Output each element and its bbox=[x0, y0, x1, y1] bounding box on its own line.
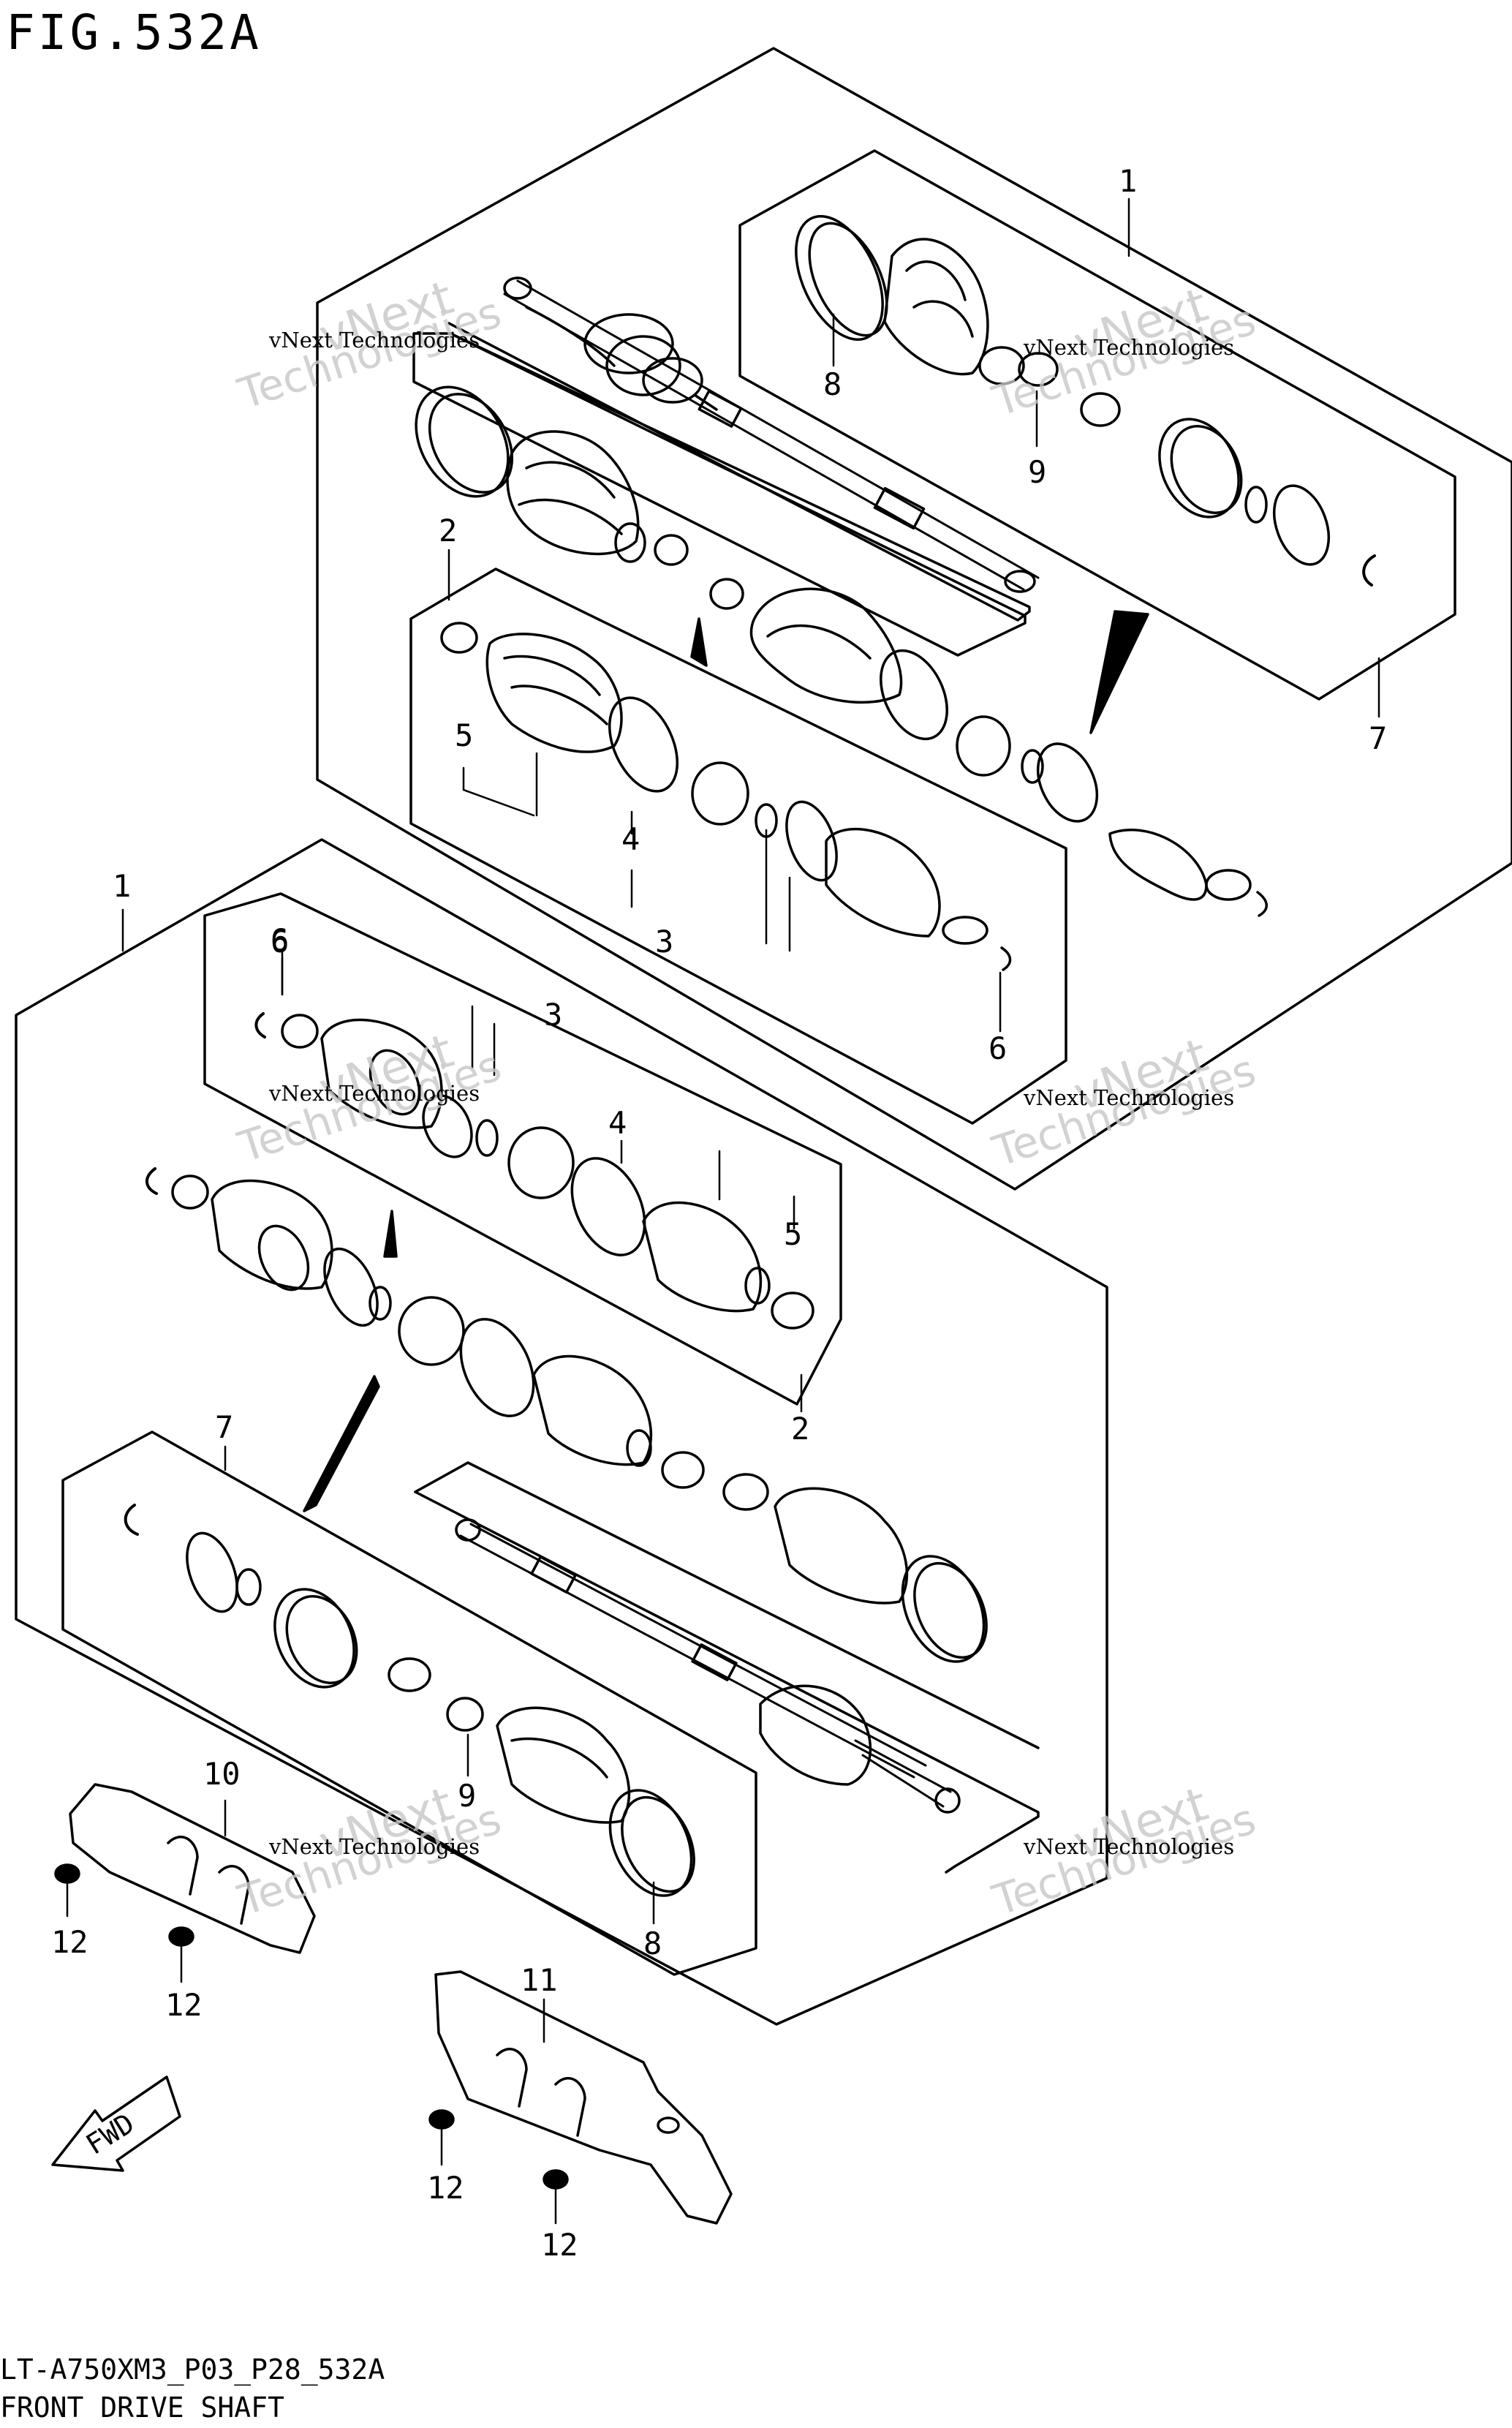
lower-axle-shaft bbox=[455, 1518, 961, 1814]
callout-1-top: 1 bbox=[1119, 163, 1137, 199]
callout-7-lower: 7 bbox=[215, 1409, 233, 1445]
callout-3-top: 3 bbox=[655, 924, 673, 959]
upper-subbox-7 bbox=[738, 149, 1456, 701]
callout-labels: 1 8 9 2 5 4 3 7 6 6 1 6 3 4 5 2 7 10 12 … bbox=[51, 163, 1387, 2263]
callout-8-top: 8 bbox=[823, 366, 842, 402]
bolts-12 bbox=[54, 1863, 569, 2190]
lower-subbox-2 bbox=[414, 1490, 1040, 1874]
callout-12-d: 12 bbox=[541, 2227, 578, 2263]
callout-9-lower: 9 bbox=[458, 1778, 476, 1814]
callout-11: 11 bbox=[521, 1962, 558, 1998]
lower-box3-parts bbox=[254, 1012, 814, 1330]
watermark-bottom-left: vNext Technologies vNext Technologies bbox=[233, 1777, 507, 1926]
callout-12-b: 12 bbox=[165, 1987, 203, 2023]
upper-subbox-2-body bbox=[412, 332, 1027, 657]
upper-axle-shaft bbox=[503, 276, 1040, 593]
lower-subbox-7 bbox=[61, 1430, 757, 1976]
callout-12-c: 12 bbox=[427, 2170, 464, 2206]
callout-9-top: 9 bbox=[1028, 454, 1046, 490]
figure-name: FRONT DRIVE SHAFT bbox=[0, 2391, 284, 2424]
callout-10: 10 bbox=[203, 1756, 241, 1792]
lower-leader-lines bbox=[66, 908, 803, 2225]
callout-12-a: 12 bbox=[51, 1924, 88, 1960]
lower-assembly-outline bbox=[15, 838, 1108, 2026]
lower-middle-parts bbox=[145, 1167, 705, 1512]
watermark-bottom-right: vNext Technologies vNext Technologies bbox=[987, 1777, 1262, 1926]
figure-title: FIG.532A bbox=[6, 4, 262, 61]
model-code: LT-A750XM3_P03_P28_532A bbox=[0, 2353, 385, 2386]
lower-box7-parts bbox=[124, 1473, 988, 1897]
upper-box2-parts bbox=[415, 385, 1149, 784]
callout-5-lower: 5 bbox=[784, 1216, 802, 1252]
watermark-mid-left: vNext Technologies vNext Technologies bbox=[233, 1024, 507, 1172]
callout-8-lower: 8 bbox=[643, 1926, 662, 1961]
upper-subbox-3 bbox=[409, 568, 1067, 1125]
lower-subbox-2-top bbox=[414, 1461, 1040, 1749]
upper-subbox-2 bbox=[447, 322, 1031, 622]
callout-2-top: 2 bbox=[439, 513, 457, 548]
front-guard-10 bbox=[69, 1783, 316, 1954]
callout-4-top: 4 bbox=[621, 821, 640, 857]
callout-4-lower: 4 bbox=[608, 1105, 627, 1141]
callout-6-lower: 6 bbox=[271, 922, 289, 958]
callout-6-top-right: 6 bbox=[989, 1030, 1007, 1066]
callout-1-lower: 1 bbox=[113, 868, 131, 904]
callout-6-top-left: 6 bbox=[271, 924, 289, 959]
callout-7-top: 7 bbox=[1369, 720, 1387, 756]
watermark-mid-right: vNext Technologies vNext Technologies bbox=[987, 1028, 1262, 1177]
watermark-top-right: vNext Technologies vNext Technologies bbox=[987, 278, 1262, 426]
lower-subbox-3 bbox=[203, 892, 842, 1406]
upper-box7-parts bbox=[795, 214, 1376, 587]
callout-5-top: 5 bbox=[455, 717, 473, 753]
front-guard-11 bbox=[434, 1970, 733, 2225]
fwd-arrow-icon bbox=[51, 2076, 181, 2172]
upper-leader-lines bbox=[281, 197, 1380, 1033]
watermark-top-left: vNext Technologies vNext Technologies bbox=[233, 271, 507, 419]
upper-box3-parts bbox=[440, 622, 1268, 971]
callout-3-lower: 3 bbox=[544, 997, 562, 1033]
callout-2-lower: 2 bbox=[791, 1411, 809, 1447]
upper-assembly-outline bbox=[316, 47, 1512, 1191]
